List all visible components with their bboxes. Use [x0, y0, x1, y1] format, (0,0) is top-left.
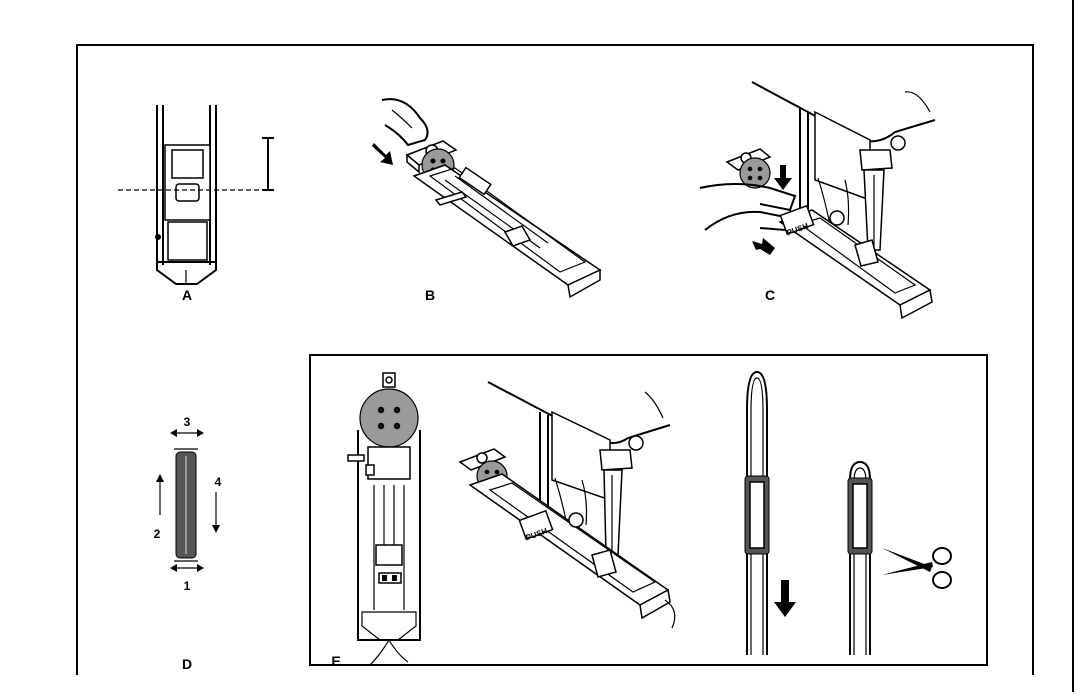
panel-e-frame: [309, 354, 988, 666]
panel-e-cut-buttonhole: [847, 460, 873, 655]
panel-e-thread-buttonhole: [744, 370, 796, 655]
label-b: B: [425, 287, 435, 303]
panel-a-dimension: [118, 137, 274, 191]
scissors-icon: [882, 547, 952, 589]
panel-b-hand-insert-button: [372, 98, 602, 299]
panel-a-foot-top-view: [155, 105, 217, 285]
step-1-label: 1: [184, 579, 191, 593]
label-a: A: [182, 287, 192, 303]
label-c: C: [765, 287, 775, 303]
panel-c-machine-push-lever: PUSH: [699, 81, 936, 320]
step-2-label: 2: [154, 527, 161, 541]
step-4-label: 4: [215, 475, 222, 489]
panel-d-buttonhole-sequence: [156, 429, 220, 572]
label-d: D: [182, 656, 192, 672]
panel-e-foot-with-button: [347, 372, 421, 666]
label-e: E: [331, 653, 340, 669]
step-3-label: 3: [184, 415, 191, 429]
page-frame: [76, 0, 1074, 692]
panel-e-machine-sewing: PUSH: [458, 381, 676, 629]
